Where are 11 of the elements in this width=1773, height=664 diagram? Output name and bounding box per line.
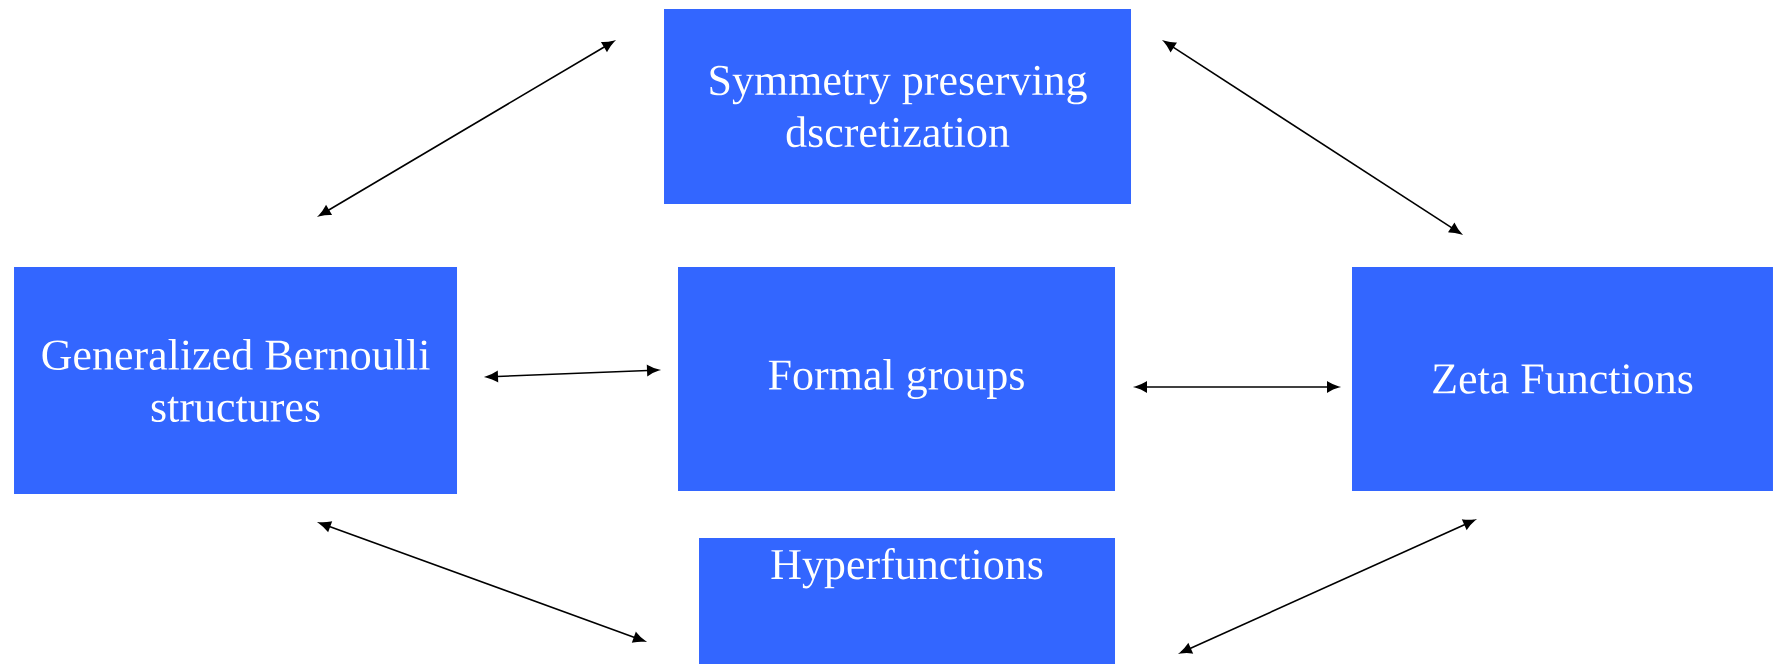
double-arrow xyxy=(1179,519,1476,654)
double-arrow xyxy=(318,521,646,643)
double-arrow xyxy=(1135,381,1339,393)
concept-box: Zeta Functions xyxy=(1352,267,1773,491)
concept-box: Symmetry preserving dscretization xyxy=(664,9,1131,204)
double-arrow xyxy=(1163,40,1462,235)
concept-box: Generalized Bernoulli structures xyxy=(14,267,457,494)
double-arrow xyxy=(486,365,659,382)
double-arrow xyxy=(318,40,615,217)
concept-box: Hyperfunctions xyxy=(699,538,1115,664)
concept-box: Formal groups xyxy=(678,267,1115,491)
